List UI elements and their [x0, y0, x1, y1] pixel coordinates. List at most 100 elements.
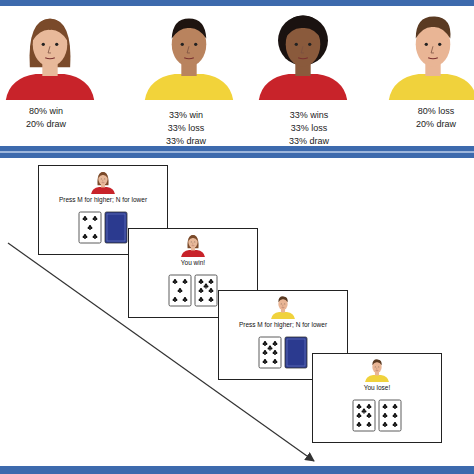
face-row	[6, 16, 474, 100]
nose	[192, 242, 194, 244]
club-pip	[178, 288, 183, 293]
mouth	[184, 57, 194, 59]
shirt	[389, 74, 474, 100]
eye	[42, 43, 45, 46]
face-portrait	[6, 18, 94, 100]
club-pip	[199, 288, 204, 293]
nose	[376, 367, 378, 369]
club-pip	[273, 350, 278, 355]
mouth	[298, 57, 308, 59]
nose	[48, 46, 51, 53]
mouth	[428, 57, 438, 59]
trial-screen: You lose!	[312, 353, 442, 443]
eye	[308, 43, 311, 46]
face-portrait	[389, 16, 474, 100]
card-back	[105, 212, 127, 243]
club-pip	[209, 288, 214, 293]
club-pip	[357, 413, 362, 418]
screen-prompt: You lose!	[313, 383, 441, 392]
eye	[425, 43, 428, 46]
divider-stripe	[0, 151, 474, 153]
club-pip	[209, 279, 214, 284]
club-pip	[263, 359, 268, 364]
nose	[102, 179, 104, 181]
head	[188, 236, 197, 248]
eye	[374, 366, 376, 368]
face-portrait	[365, 359, 389, 382]
outcome-probability: 33% loss	[168, 123, 205, 134]
mouth	[282, 307, 285, 308]
face-portrait	[259, 16, 347, 100]
club-pip	[204, 284, 209, 289]
shirt	[365, 375, 389, 382]
shirt	[6, 74, 94, 100]
outcome-probability: 80% loss	[418, 106, 455, 117]
club-pip	[367, 422, 372, 427]
club-pip	[93, 216, 98, 221]
screen-illustration	[313, 354, 441, 442]
eye	[295, 43, 298, 46]
hair	[33, 19, 68, 40]
club-pip	[83, 216, 88, 221]
club-pip	[93, 234, 98, 239]
eye	[280, 303, 282, 305]
playing-card	[169, 275, 191, 306]
bottom-bar	[0, 466, 474, 474]
top-bar	[0, 0, 474, 6]
screen-prompt: Press M for higher; N for lower	[219, 320, 347, 329]
club-pip	[367, 404, 372, 409]
club-pip	[263, 350, 268, 355]
club-pip	[357, 422, 362, 427]
card-back	[285, 337, 307, 368]
face-portrait	[91, 172, 115, 194]
outcome-probability: 33% loss	[291, 123, 328, 134]
club-pip	[263, 341, 268, 346]
outcome-probability: 20% draw	[26, 119, 66, 130]
hair	[187, 235, 198, 248]
hair	[98, 172, 107, 178]
club-pip	[393, 413, 398, 418]
shirt	[145, 74, 233, 100]
eye	[100, 178, 102, 180]
mouth	[192, 245, 195, 246]
club-pip	[268, 346, 273, 351]
playing-card	[79, 212, 101, 243]
playing-card	[195, 275, 217, 306]
outcome-probability: 33% draw	[166, 136, 206, 147]
shirt	[181, 250, 205, 257]
club-pip	[183, 279, 188, 284]
club-pip	[173, 279, 178, 284]
club-pip	[199, 279, 204, 284]
club-pip	[383, 413, 388, 418]
playing-card	[259, 337, 281, 368]
club-pip	[362, 409, 367, 414]
shirt	[271, 312, 295, 319]
club-pip	[88, 225, 93, 230]
screen-prompt: You win!	[129, 258, 257, 267]
eye	[190, 241, 192, 243]
club-pip	[357, 404, 362, 409]
nose	[431, 46, 434, 53]
club-pip	[199, 297, 204, 302]
nose	[301, 46, 304, 53]
outcome-probability: 33% wins	[290, 110, 329, 121]
eye	[194, 43, 197, 46]
playing-card	[379, 400, 401, 431]
hair	[416, 16, 451, 38]
head	[98, 173, 107, 185]
divider-bar	[0, 146, 474, 158]
eye	[104, 178, 106, 180]
eye	[438, 43, 441, 46]
shirt	[91, 187, 115, 194]
hair	[284, 16, 322, 41]
mouth	[376, 370, 379, 371]
club-pip	[173, 297, 178, 302]
outcome-probability: 33% win	[169, 110, 203, 121]
shirt	[259, 74, 347, 100]
mouth	[102, 182, 105, 183]
hair	[30, 18, 71, 67]
face-portrait	[145, 18, 233, 100]
hair	[172, 18, 207, 38]
hair	[188, 235, 197, 241]
